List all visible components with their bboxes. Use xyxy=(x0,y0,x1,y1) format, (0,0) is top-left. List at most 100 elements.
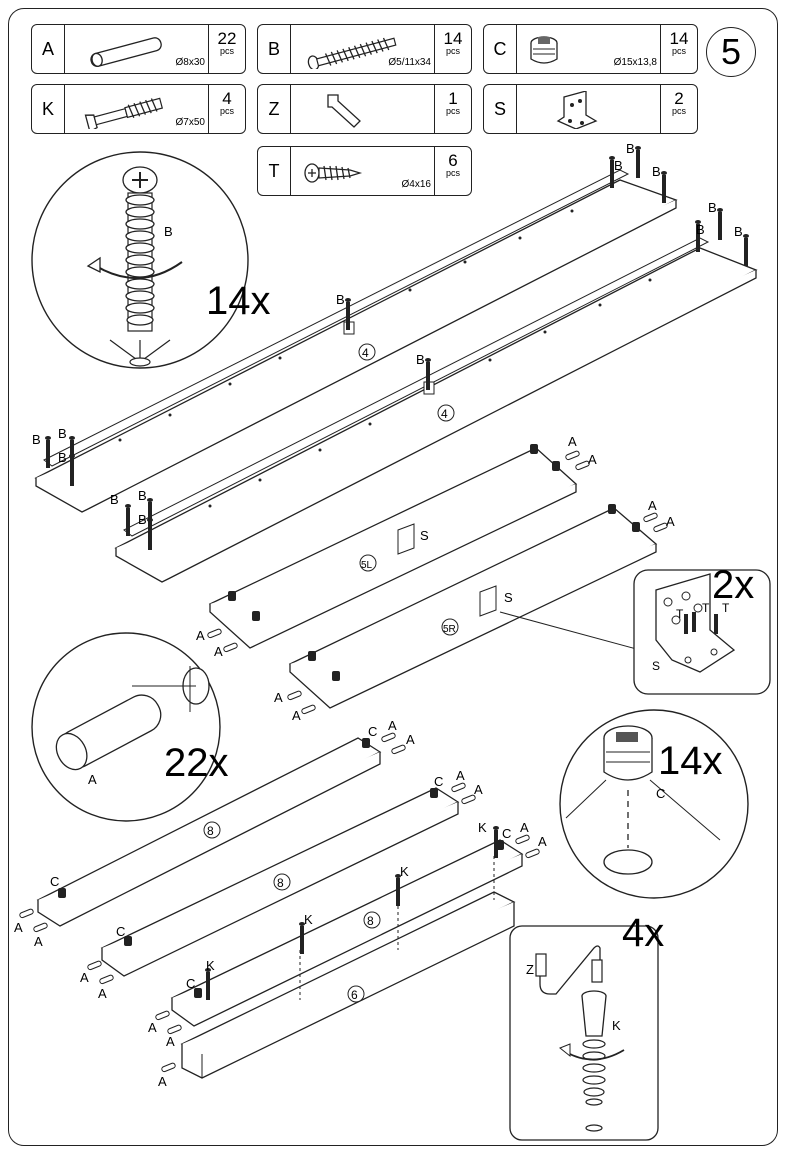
cam-lock-icon xyxy=(530,36,558,64)
label-a: A xyxy=(666,514,675,529)
panel-number-4: 4 xyxy=(362,346,369,360)
label-z: Z xyxy=(526,962,534,977)
pcs-label: pcs xyxy=(445,46,460,56)
detail-a-dowel: A 22x xyxy=(31,632,229,822)
label-a: A xyxy=(456,768,465,783)
label-b: B xyxy=(58,426,67,441)
panel-number-5l: 5L xyxy=(361,560,373,571)
label-b: B xyxy=(110,492,119,507)
label-b: B xyxy=(614,158,623,173)
label-a: A xyxy=(98,986,107,1001)
label-k: K xyxy=(304,912,313,927)
label-a: A xyxy=(166,1034,175,1049)
screw-b-icon xyxy=(307,37,397,69)
label-t: T xyxy=(676,607,684,621)
qty-number: 4 xyxy=(222,89,232,108)
panel-8-middle: 8 C C A A A A xyxy=(80,768,483,1001)
label-s: S xyxy=(652,659,660,673)
step-number: 5 xyxy=(706,27,756,77)
pcs-label: pcs xyxy=(671,46,686,56)
page-border xyxy=(8,8,778,1146)
label-b: B xyxy=(32,432,41,447)
part-letter: C xyxy=(484,25,517,73)
label-c: C xyxy=(186,976,195,991)
label-k: K xyxy=(478,820,487,835)
part-letter: K xyxy=(32,85,65,133)
qty-number: 14 xyxy=(443,29,463,48)
label-a: A xyxy=(214,644,223,659)
qty-number: 22 xyxy=(217,29,237,48)
panel-8-top: 8 C C A A A A xyxy=(14,718,415,949)
multiplier-2x: 2x xyxy=(712,563,754,607)
label-a: A xyxy=(14,920,23,935)
panel-number-4: 4 xyxy=(441,407,448,421)
label-b: B xyxy=(416,352,425,367)
wood-screw-t-icon xyxy=(304,163,363,183)
qty-number: 1 xyxy=(448,89,458,108)
label-b: B xyxy=(652,164,661,179)
label-a: A xyxy=(388,718,397,733)
label-b: B xyxy=(138,512,147,527)
label-a: A xyxy=(34,934,43,949)
detail-b-screw: B 14x xyxy=(31,151,271,369)
label-a: A xyxy=(648,498,657,513)
label-a: A xyxy=(538,834,547,849)
label-b: B xyxy=(696,222,705,237)
label-b: B xyxy=(138,488,147,503)
label-a: A xyxy=(520,820,529,835)
pcs-label: pcs xyxy=(219,106,234,116)
part-letter: T xyxy=(258,147,291,195)
label-a: A xyxy=(406,732,415,747)
part-letter: B xyxy=(258,25,291,73)
label-c: C xyxy=(116,924,125,939)
multiplier-22x: 22x xyxy=(164,741,229,785)
panel-5l: 5L S A A A A xyxy=(196,434,597,659)
qty-number: 2 xyxy=(674,89,684,108)
panel-5r: 5R S A A A A xyxy=(274,498,675,723)
pcs-label: pcs xyxy=(671,106,686,116)
pcs-label: pcs xyxy=(445,168,460,178)
panel-4-upper: 4 B B B B B B B xyxy=(32,141,678,513)
detail-c-cam: C 14x xyxy=(559,709,749,899)
label-a: A xyxy=(292,708,301,723)
label-b: B xyxy=(164,224,173,239)
label-c: C xyxy=(656,786,665,801)
panel-6: 6 A xyxy=(158,856,516,1089)
label-c: C xyxy=(368,724,377,739)
panel-number-8: 8 xyxy=(367,914,374,928)
label-k: K xyxy=(612,1018,621,1033)
panel-number-8: 8 xyxy=(277,876,284,890)
pcs-label: pcs xyxy=(219,46,234,56)
label-a: A xyxy=(148,1020,157,1035)
panel-8-bottom: 8 C C K K K K A A A A xyxy=(148,820,547,1049)
label-b: B xyxy=(58,450,67,465)
label-s: S xyxy=(420,528,429,543)
label-a: A xyxy=(80,970,89,985)
multiplier-14x: 14x xyxy=(658,739,723,783)
part-dimension: Ø7x50 xyxy=(175,117,205,128)
label-t: T xyxy=(702,601,710,615)
label-c: C xyxy=(434,774,443,789)
panel-number-5r: 5R xyxy=(443,624,456,635)
label-b: B xyxy=(734,224,743,239)
qty-number: 6 xyxy=(448,151,458,170)
dowel-icon xyxy=(90,37,162,67)
qty-number: 14 xyxy=(669,29,689,48)
label-s: S xyxy=(504,590,513,605)
part-dimension: Ø15x13,8 xyxy=(613,57,657,68)
label-c: C xyxy=(50,874,59,889)
